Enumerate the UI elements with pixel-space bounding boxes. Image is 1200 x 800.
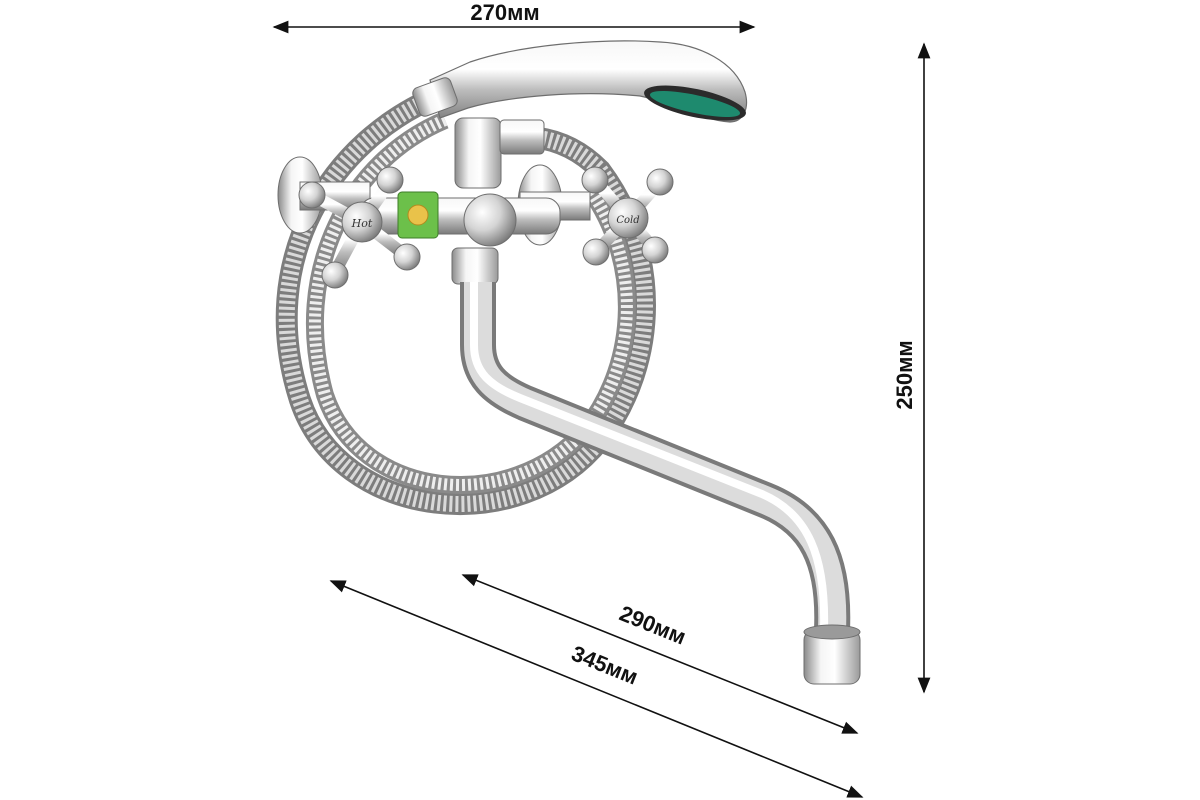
dimension-total-length: 345мм: [329, 580, 864, 798]
aerator: [803, 624, 861, 685]
hot-mark: Hot: [351, 217, 373, 230]
dimension-height: 250мм: [892, 42, 931, 694]
spout: [460, 282, 851, 631]
right-cross-handle: Cold: [581, 166, 674, 266]
dimension-spout-length: 290мм: [461, 574, 859, 734]
dimension-label-spout-length: 290мм: [616, 601, 690, 650]
mixer-body: [359, 117, 561, 285]
dimension-top-width: 270мм: [272, 0, 756, 34]
dimension-label-height: 250мм: [892, 340, 917, 409]
shower-face: [649, 91, 741, 117]
shower-hose: [275, 84, 656, 516]
cold-mark: Cold: [616, 215, 639, 226]
dimension-label-top-width: 270мм: [470, 0, 539, 25]
diverter-knob: [463, 193, 517, 247]
left-cross-handle: Hot: [298, 166, 421, 289]
shower-head: [412, 40, 748, 123]
